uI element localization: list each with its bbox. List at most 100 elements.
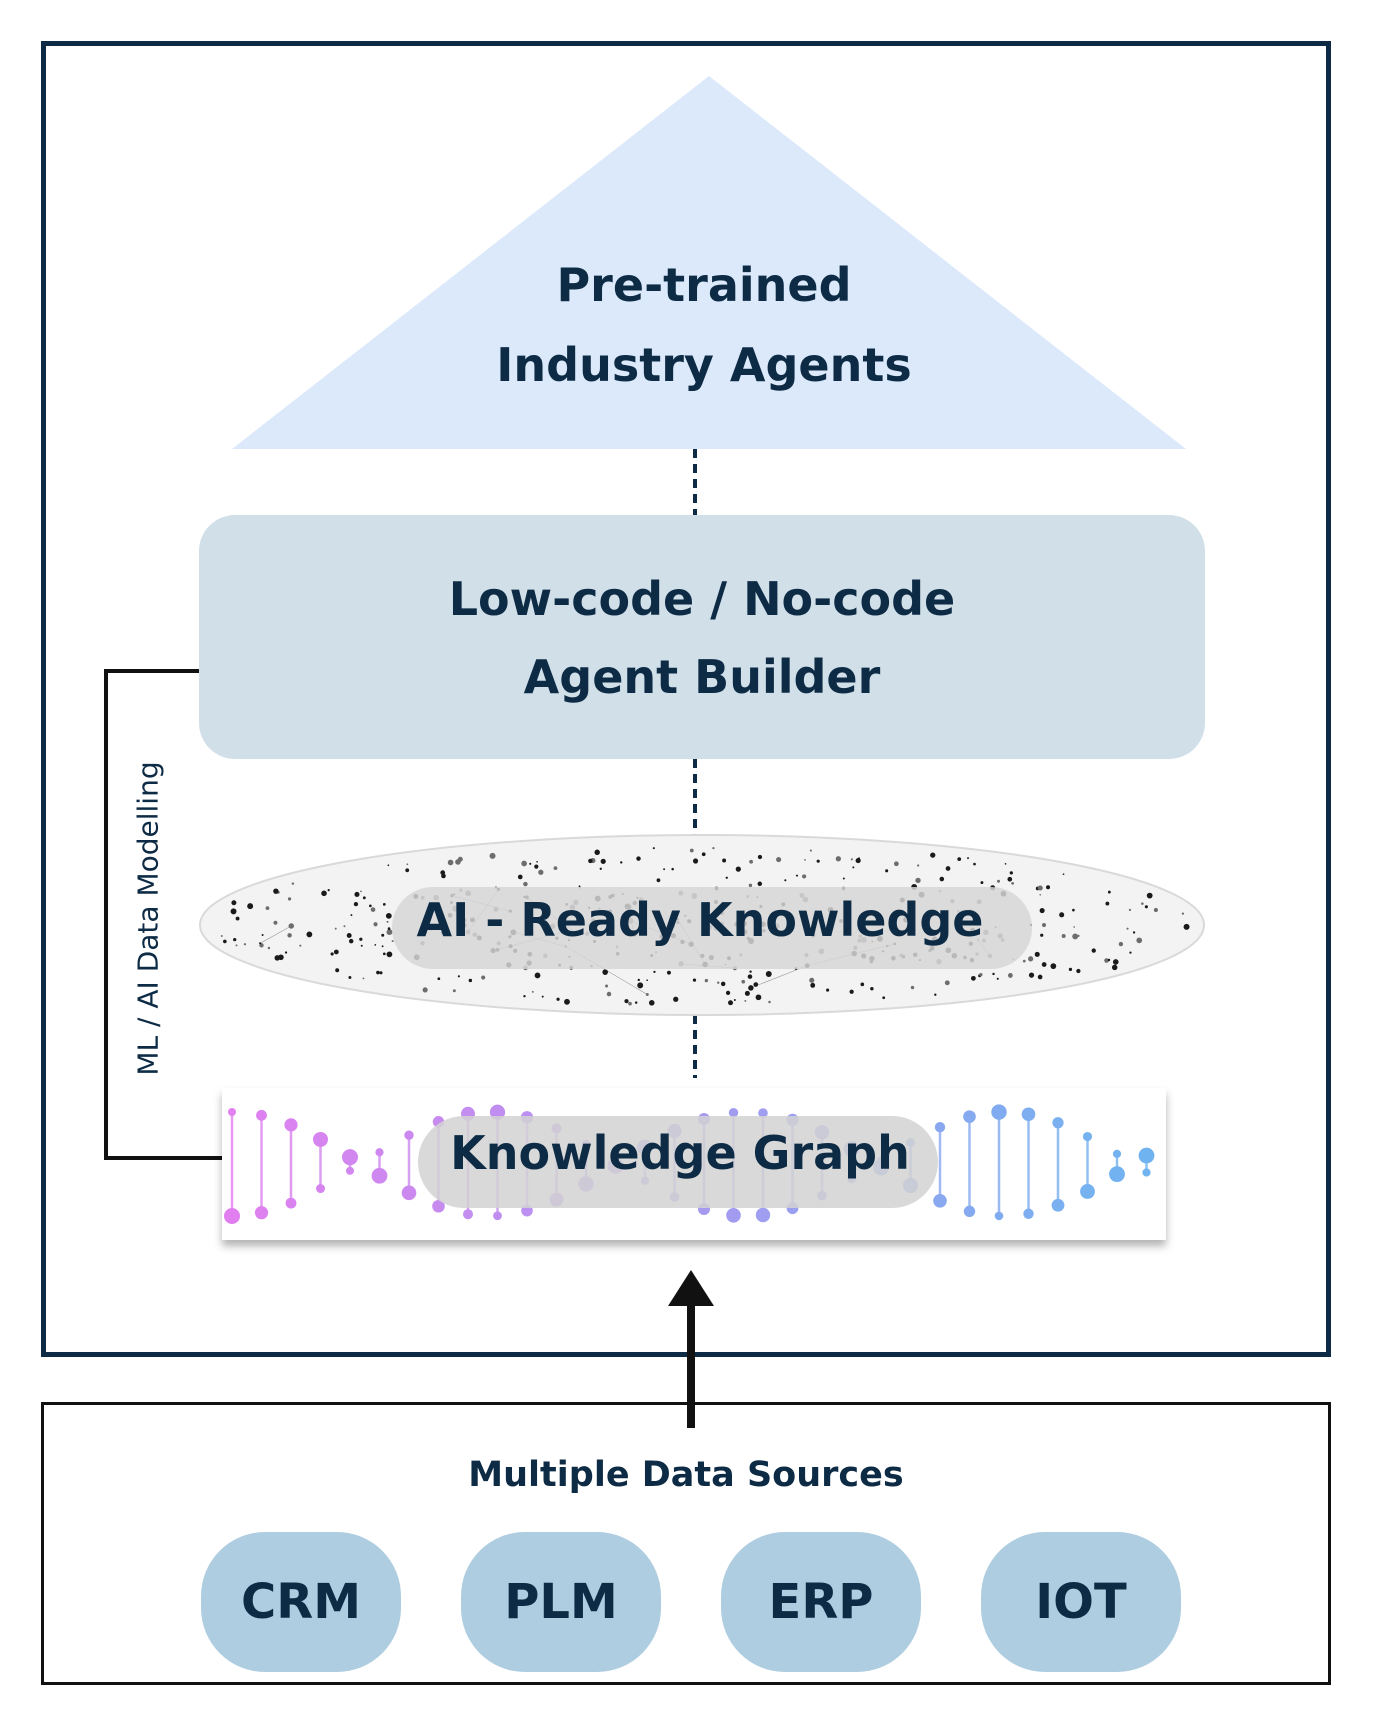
knowledge-dot bbox=[842, 877, 845, 880]
dna-node bbox=[401, 1185, 417, 1201]
knowledge-dot bbox=[1039, 893, 1042, 896]
industry-agents-triangle bbox=[232, 76, 1186, 449]
knowledge-dot bbox=[330, 952, 334, 956]
data-sources-frame bbox=[41, 1402, 1331, 1685]
knowledge-dot bbox=[247, 903, 254, 910]
knowledge-dot bbox=[452, 989, 456, 993]
knowledge-dot bbox=[1046, 885, 1051, 890]
dna-node bbox=[755, 1207, 771, 1223]
knowledge-dot bbox=[348, 938, 354, 944]
knowledge-dot bbox=[855, 857, 861, 864]
knowledge-dot bbox=[385, 912, 392, 919]
knowledge-dot bbox=[753, 982, 759, 987]
ml-ai-data-modelling-label: ML / AI Data Modelling bbox=[131, 761, 165, 1076]
knowledge-dot bbox=[1136, 937, 1143, 944]
knowledge-dot bbox=[704, 978, 709, 983]
knowledge-dot bbox=[1073, 926, 1076, 928]
knowledge-dot bbox=[1007, 876, 1013, 882]
knowledge-dot bbox=[765, 971, 772, 977]
knowledge-dot bbox=[747, 974, 753, 979]
dna-node bbox=[432, 1199, 445, 1213]
knowledge-link bbox=[750, 965, 808, 989]
knowledge-dot bbox=[1059, 912, 1065, 918]
knowledge-dot bbox=[541, 995, 544, 998]
knowledge-dot bbox=[1039, 907, 1045, 914]
knowledge-dot bbox=[1077, 934, 1080, 937]
knowledge-dot bbox=[233, 938, 237, 942]
dna-node bbox=[493, 1211, 502, 1221]
knowledge-dot bbox=[1040, 933, 1044, 937]
knowledge-dot bbox=[816, 859, 820, 863]
dna-node bbox=[1051, 1198, 1065, 1212]
knowledge-dot bbox=[882, 996, 886, 1000]
knowledge-graph-card bbox=[222, 1088, 1166, 1240]
knowledge-dot bbox=[1034, 951, 1040, 957]
knowledge-dot bbox=[784, 879, 787, 882]
knowledge-dot bbox=[1072, 933, 1079, 940]
dna-node bbox=[728, 1107, 739, 1118]
knowledge-dot bbox=[645, 993, 649, 996]
knowledge-dot bbox=[306, 931, 313, 938]
dna-node bbox=[994, 1211, 1004, 1221]
knowledge-dot bbox=[1126, 927, 1129, 930]
knowledge-dot bbox=[600, 858, 606, 864]
knowledge-dot bbox=[534, 972, 541, 979]
knowledge-dot bbox=[457, 856, 463, 862]
knowledge-dot bbox=[744, 999, 747, 1002]
knowledge-dot bbox=[637, 978, 640, 982]
knowledge-dot bbox=[447, 859, 454, 866]
knowledge-dot bbox=[1118, 941, 1124, 947]
knowledge-dot bbox=[376, 970, 380, 975]
knowledge-dot bbox=[809, 977, 815, 983]
knowledge-dot bbox=[1144, 905, 1148, 909]
knowledge-dot bbox=[362, 896, 366, 900]
knowledge-dot bbox=[599, 867, 602, 870]
knowledge-graph-title: Knowledge Graph bbox=[450, 1126, 910, 1180]
knowledge-dot bbox=[1076, 968, 1081, 974]
dna-node bbox=[1021, 1107, 1036, 1122]
knowledge-dot bbox=[481, 975, 486, 980]
knowledge-dot bbox=[741, 979, 746, 984]
knowledge-dot bbox=[996, 879, 1001, 883]
knowledge-dot bbox=[291, 882, 295, 885]
knowledge-dot bbox=[223, 939, 227, 944]
knowledge-dot bbox=[360, 944, 363, 947]
knowledge-dot bbox=[1129, 951, 1132, 954]
dna-node bbox=[342, 1149, 358, 1166]
knowledge-dot bbox=[646, 979, 649, 982]
knowledge-dot bbox=[1072, 908, 1075, 912]
knowledge-dot bbox=[1004, 863, 1007, 865]
knowledge-dot bbox=[858, 857, 860, 860]
knowledge-dot bbox=[1041, 962, 1047, 967]
knowledge-dot bbox=[809, 849, 812, 852]
knowledge-dot bbox=[1068, 967, 1073, 972]
knowledge-dot bbox=[274, 955, 280, 961]
knowledge-dot bbox=[553, 866, 558, 870]
data-modelling-bracket bbox=[104, 669, 222, 1160]
knowledge-dot bbox=[370, 907, 376, 912]
knowledge-link bbox=[259, 925, 292, 944]
dna-node bbox=[963, 1110, 976, 1123]
knowledge-dot bbox=[536, 860, 538, 863]
knowledge-dot bbox=[1104, 958, 1109, 963]
knowledge-dot bbox=[348, 975, 352, 979]
knowledge-dot bbox=[440, 870, 446, 876]
knowledge-dot bbox=[457, 975, 460, 978]
knowledge-dot bbox=[1132, 931, 1136, 934]
knowledge-dot bbox=[860, 982, 865, 987]
source-pill-plm: PLM bbox=[461, 1532, 661, 1672]
knowledge-dot bbox=[1037, 885, 1043, 891]
knowledge-dot bbox=[652, 847, 655, 850]
knowledge-dot bbox=[712, 846, 715, 850]
knowledge-dot bbox=[327, 888, 330, 892]
knowledge-dot bbox=[517, 874, 523, 880]
knowledge-dot bbox=[749, 859, 754, 864]
knowledge-dot bbox=[944, 980, 950, 986]
knowledge-dot bbox=[556, 997, 560, 1001]
dna-node bbox=[371, 1167, 388, 1184]
knowledge-dot bbox=[588, 858, 593, 864]
knowledge-dot bbox=[701, 852, 706, 857]
source-pill-erp: ERP bbox=[721, 1532, 921, 1672]
knowledge-dot bbox=[360, 890, 362, 893]
knowledge-dot bbox=[870, 987, 874, 991]
